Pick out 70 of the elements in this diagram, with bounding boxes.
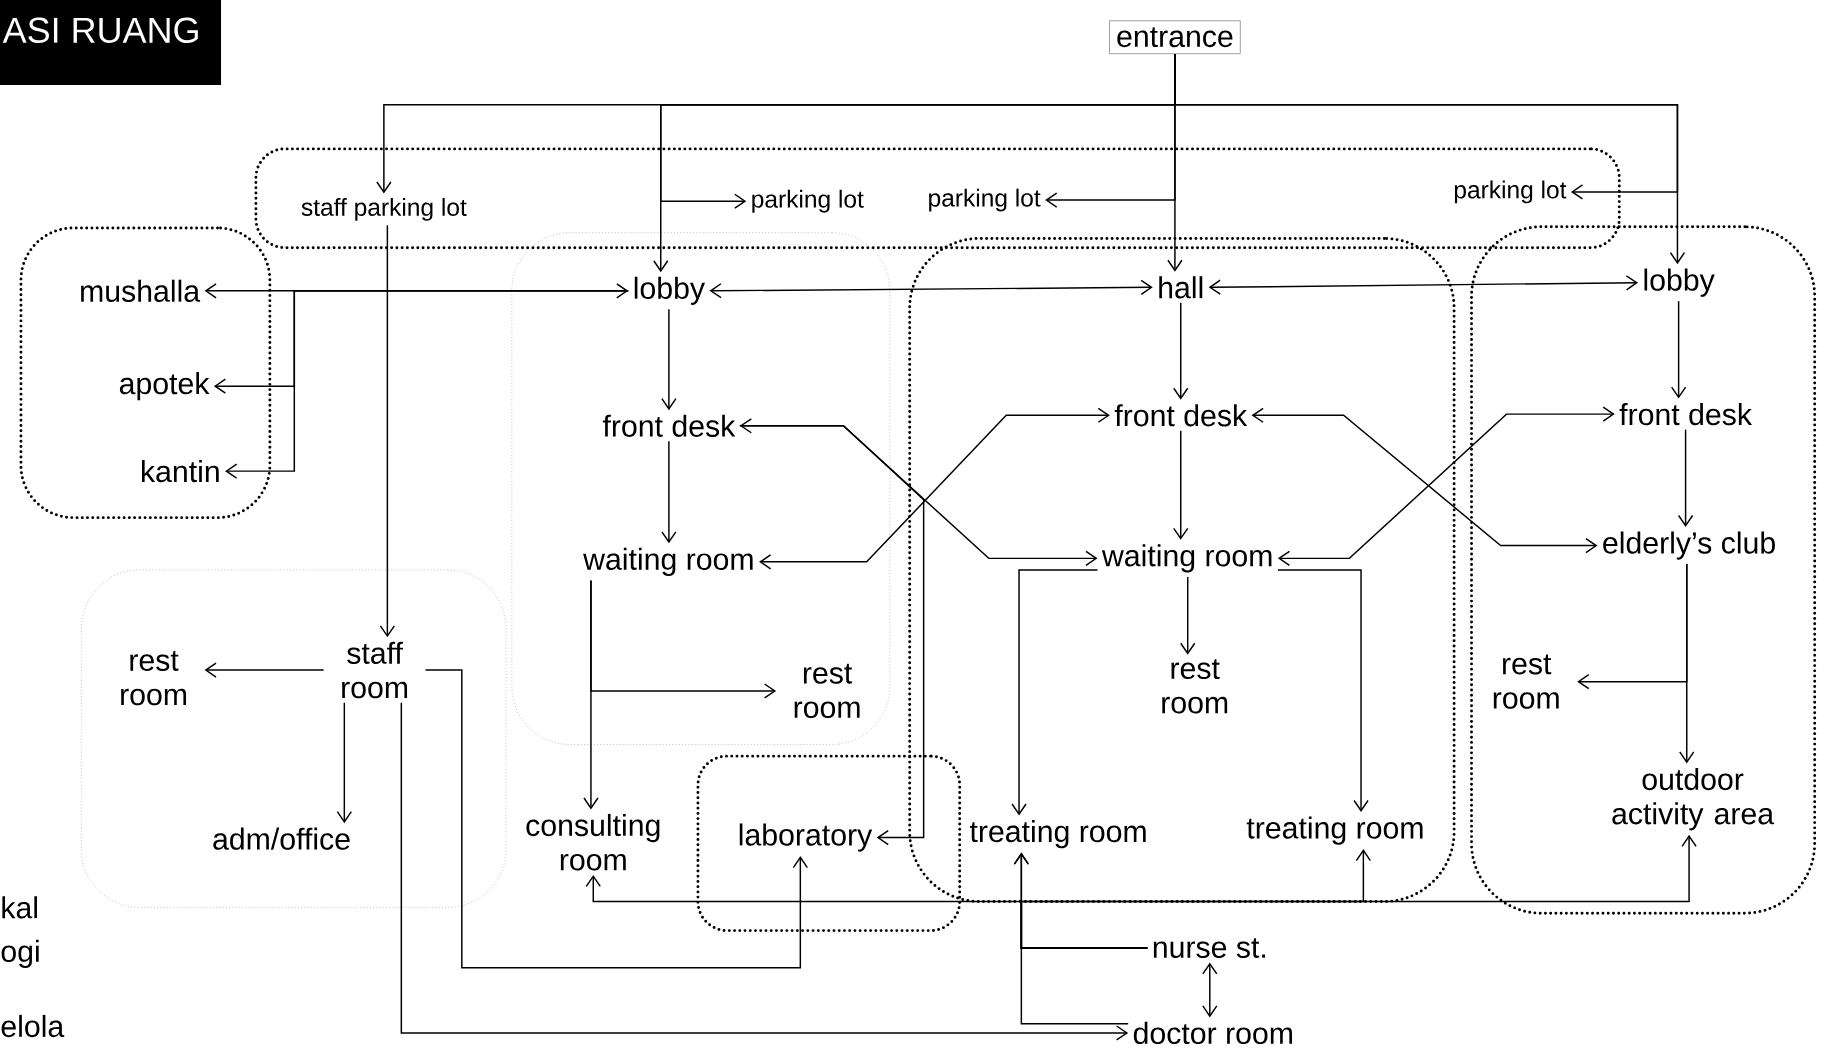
room-label: front desk <box>1619 402 1753 426</box>
arrow <box>1577 563 1688 690</box>
room-label: consulting room <box>526 813 660 871</box>
zone-boundary <box>1470 225 1817 915</box>
room-label: elderly’s club <box>1603 531 1775 560</box>
arrow <box>661 440 677 544</box>
room-label: apotek <box>119 371 210 401</box>
room-label: front desk <box>602 414 736 437</box>
arrow <box>424 669 809 969</box>
room-label: laboratory <box>739 823 873 852</box>
room-label: adm/office <box>213 827 350 850</box>
text-fragment: elola <box>1 1014 65 1037</box>
arrow <box>1208 274 1639 295</box>
arrow <box>1174 53 1679 200</box>
arrow <box>204 662 325 678</box>
room-label: treating room <box>1246 816 1423 845</box>
room-label: mushalla <box>81 279 201 302</box>
arrow <box>400 701 1129 1041</box>
room-label: rest room <box>1162 659 1228 714</box>
arrow <box>1670 300 1687 399</box>
arrow <box>1180 575 1196 655</box>
room-label: staff room <box>342 641 408 699</box>
arrow <box>1677 428 1694 527</box>
arrow <box>1011 569 1099 816</box>
arrow <box>1277 569 1369 812</box>
arrow <box>1277 406 1615 566</box>
arrow <box>739 417 1098 566</box>
arrow <box>739 424 925 846</box>
zone-boundary <box>19 226 272 519</box>
room-label: rest room <box>121 650 186 706</box>
room-label: lobby <box>634 276 705 305</box>
room-label: staff parking lot <box>301 197 467 221</box>
arrow <box>225 289 630 479</box>
arrow <box>590 579 777 699</box>
arrow <box>379 224 396 638</box>
room-label: parking lot <box>1454 180 1567 204</box>
room-label: lobby <box>1644 268 1715 297</box>
arrow <box>1173 429 1189 540</box>
arrow <box>204 282 629 299</box>
room-label: doctor room <box>1133 1021 1292 1044</box>
arrow <box>1202 962 1218 1018</box>
text-fragment: ogi <box>1 939 39 968</box>
room-label: rest room <box>1493 654 1559 709</box>
zone-boundary <box>696 754 962 932</box>
room-label: outdoor activity area <box>1612 767 1775 831</box>
arrow <box>709 279 1153 299</box>
text-fragment: kal <box>2 896 37 919</box>
zone-boundary <box>908 236 1456 903</box>
arrow <box>1020 834 1697 949</box>
zone-boundary <box>81 569 507 908</box>
arrow <box>336 701 353 823</box>
entrance-box: entrance <box>1109 20 1241 54</box>
room-label: waiting room <box>583 547 753 576</box>
arrow <box>1173 301 1189 400</box>
zone-boundary <box>254 147 1621 249</box>
arrow <box>661 308 677 411</box>
arrow <box>1013 852 1129 1025</box>
room-label: treating room <box>969 819 1146 848</box>
room-label: hall <box>1159 276 1203 299</box>
room-label: kantin <box>142 459 219 483</box>
room-label: parking lot <box>929 188 1041 212</box>
room-label: waiting room <box>1101 544 1272 573</box>
room-label: front desk <box>1114 403 1248 427</box>
arrow <box>759 407 1110 570</box>
room-label: nurse st. <box>1153 937 1265 958</box>
heading-banner: ASI RUANG <box>0 0 222 85</box>
zone-boundary <box>511 232 891 745</box>
room-label: rest room <box>794 663 860 718</box>
room-label: parking lot <box>752 189 864 213</box>
arrow <box>1251 407 1598 554</box>
